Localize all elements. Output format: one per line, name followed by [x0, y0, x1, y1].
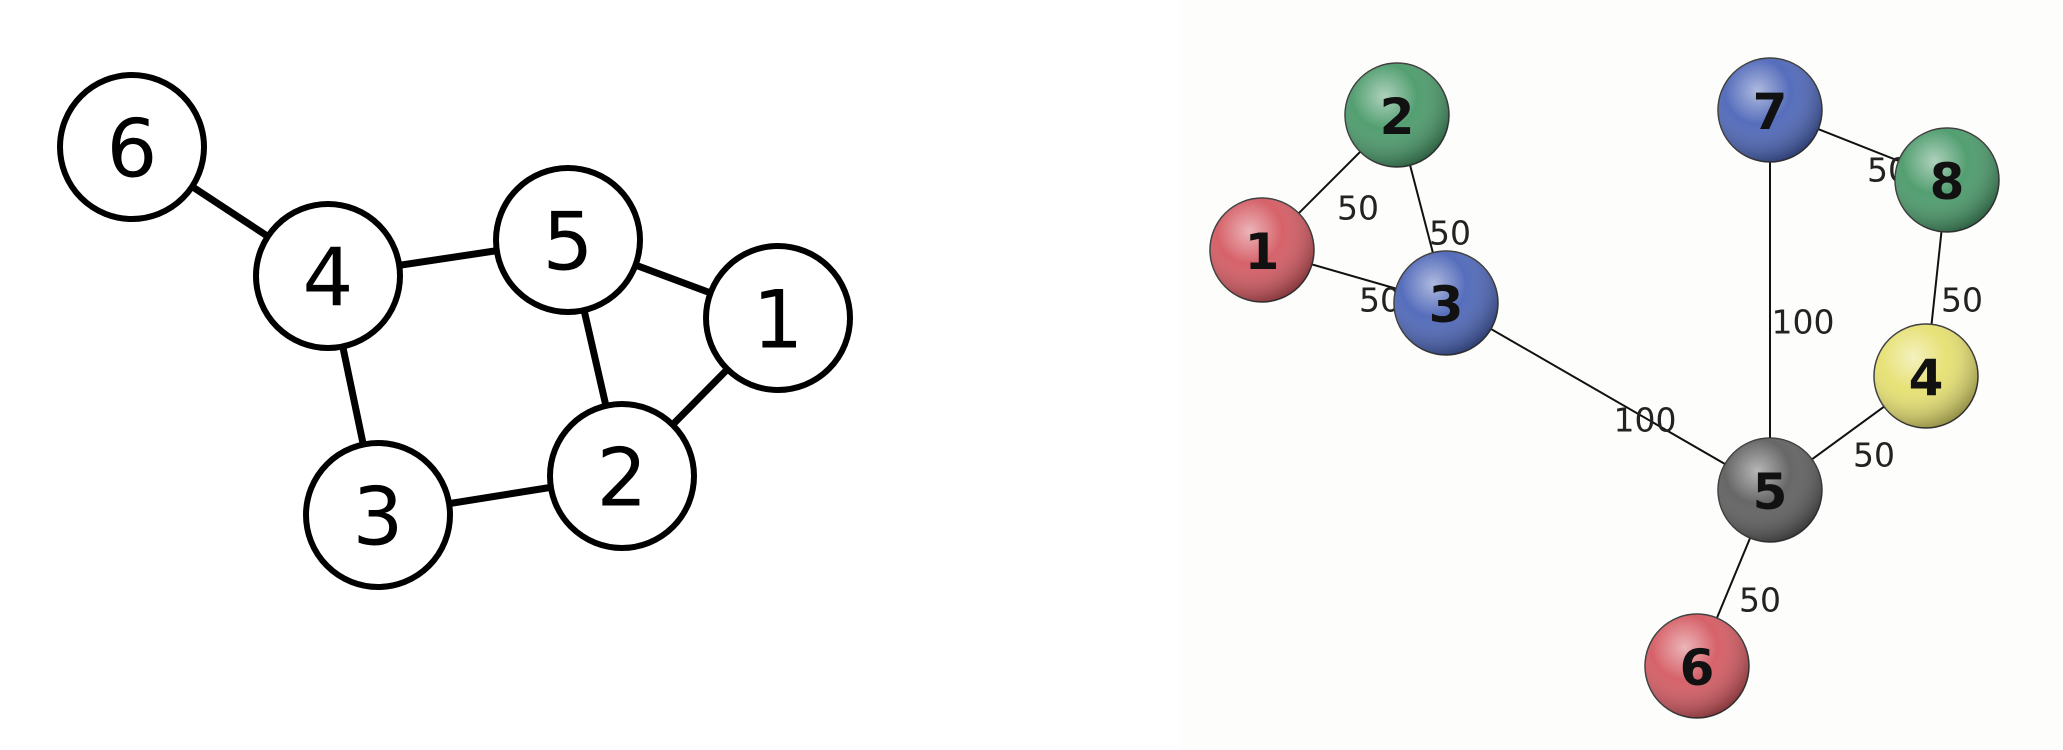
- graph2-node-highlight: [1895, 128, 1999, 232]
- graph2-edge-weight-7-5: 100: [1772, 303, 1835, 342]
- graph1-node-label: 2: [597, 432, 648, 525]
- graph1-node-circle: [303, 440, 453, 590]
- graph1-node-circle: [253, 201, 403, 351]
- graph1-node-circle: [493, 165, 643, 315]
- graph1-node-label: 5: [543, 196, 594, 289]
- graph1-node-label: 4: [303, 232, 354, 325]
- graph2-node-1: 1: [1209, 197, 1315, 303]
- graph1-node-1: 1: [703, 243, 853, 393]
- graph1-node-label: 1: [753, 274, 804, 367]
- graph2-node-2: 2: [1344, 62, 1450, 168]
- graph1-node-label: 6: [107, 103, 158, 196]
- graph2-node-label: 2: [1380, 88, 1415, 146]
- graph1-node-2: 2: [547, 401, 697, 551]
- graph1-node-6: 6: [57, 72, 207, 222]
- graph2-edge-weight-1-2: 50: [1337, 189, 1379, 228]
- graph2-edge-weight-2-3: 50: [1429, 214, 1471, 253]
- graph2-node-highlight: [1874, 324, 1978, 428]
- graph2-edge-weight-3-5: 100: [1614, 401, 1677, 440]
- graph1-node-4: 4: [253, 201, 403, 351]
- graph2-node-label: 7: [1753, 83, 1788, 141]
- graph2-node-label: 8: [1930, 153, 1965, 211]
- graph1-node-5: 5: [493, 165, 643, 315]
- graph1-node-circle: [547, 401, 697, 551]
- graph2-edge-weight-4-5: 50: [1853, 436, 1895, 475]
- graph2-node-label: 6: [1680, 639, 1715, 697]
- graph2-node-8: 8: [1894, 127, 2000, 233]
- graph2-node-6: 6: [1644, 613, 1750, 719]
- graph1-node-circle: [57, 72, 207, 222]
- graph2-node-highlight: [1210, 198, 1314, 302]
- graph2-edge-weight-5-6: 50: [1739, 581, 1781, 620]
- graph2-edge-weight-8-4: 50: [1941, 281, 1983, 320]
- graph2-node-highlight: [1718, 58, 1822, 162]
- graph1-node-circle: [703, 243, 853, 393]
- graph2-node-5: 5: [1717, 437, 1823, 543]
- unweighted-graph: 6 4 5 1 3 2: [57, 72, 853, 590]
- graph1-node-3: 3: [303, 440, 453, 590]
- graph1-node-label: 3: [353, 471, 404, 564]
- graph2-node-label: 4: [1909, 349, 1944, 407]
- graph2-edge-3-5: [1445, 302, 1771, 491]
- graph2-node-4: 4: [1873, 323, 1979, 429]
- graph2-node-7: 7: [1717, 57, 1823, 163]
- graph2-node-3: 3: [1393, 250, 1499, 356]
- graph2-node-highlight: [1718, 438, 1822, 542]
- graph2-node-label: 1: [1245, 223, 1280, 281]
- graph2-node-label: 5: [1753, 463, 1788, 521]
- graph2-node-highlight: [1645, 614, 1749, 718]
- graph2-node-highlight: [1345, 63, 1449, 167]
- graph2-node-highlight: [1394, 251, 1498, 355]
- graph2-node-label: 3: [1429, 276, 1464, 334]
